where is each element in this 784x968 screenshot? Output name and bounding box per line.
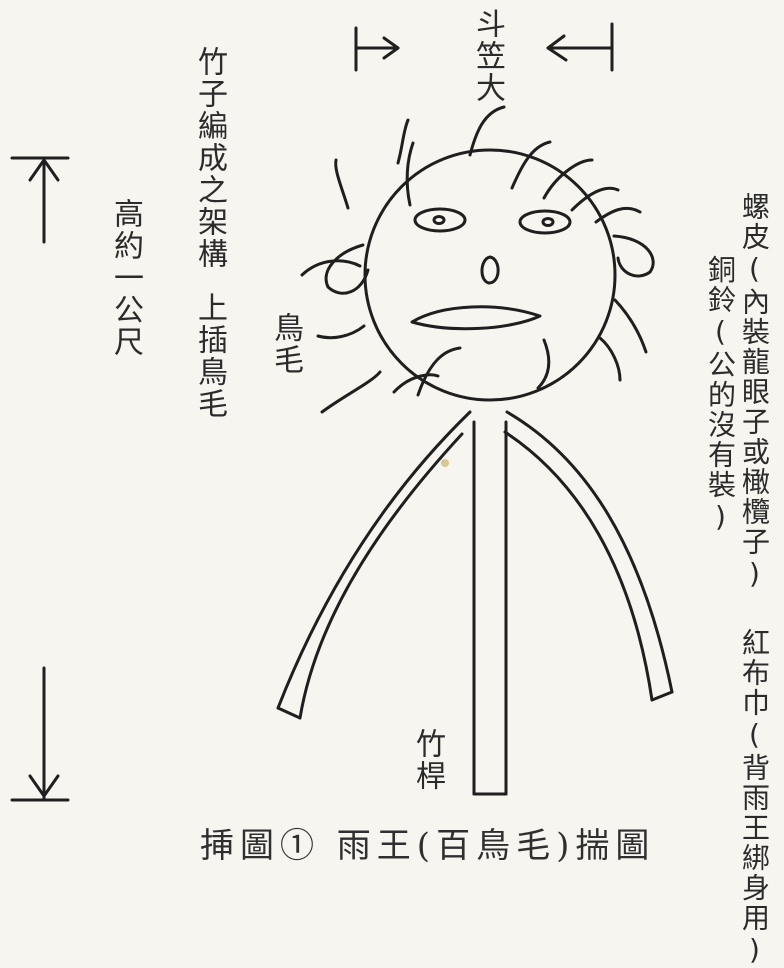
head <box>324 148 655 402</box>
height-arrow <box>10 156 70 802</box>
label-insert-feathers: 上插鳥毛 <box>192 292 227 420</box>
label-copper-bell: 銅鈴(公的沒有裝) <box>704 255 737 535</box>
label-red-cloth: 紅布巾(背雨王綁身用) <box>738 628 771 968</box>
rain-king-sketch <box>10 22 674 802</box>
paper-speck <box>441 459 449 467</box>
label-bamboo-pole: 竹桿 <box>410 728 445 792</box>
label-bird-feathers: 鳥毛 <box>268 312 303 376</box>
label-hat-size: 斗笠大 <box>470 8 505 104</box>
figure-caption: 挿圖① 雨王(百鳥毛)揣圖 <box>200 826 656 866</box>
bamboo-frame <box>276 410 674 796</box>
feathers <box>300 105 648 414</box>
label-snail-shell: 螺皮(內裝龍眼子或橄欖子) <box>738 192 771 592</box>
hat-width-arrow <box>354 22 614 72</box>
label-height: 高約一公尺 <box>108 198 143 358</box>
label-bamboo-frame: 竹子編成之架構 <box>192 46 227 270</box>
